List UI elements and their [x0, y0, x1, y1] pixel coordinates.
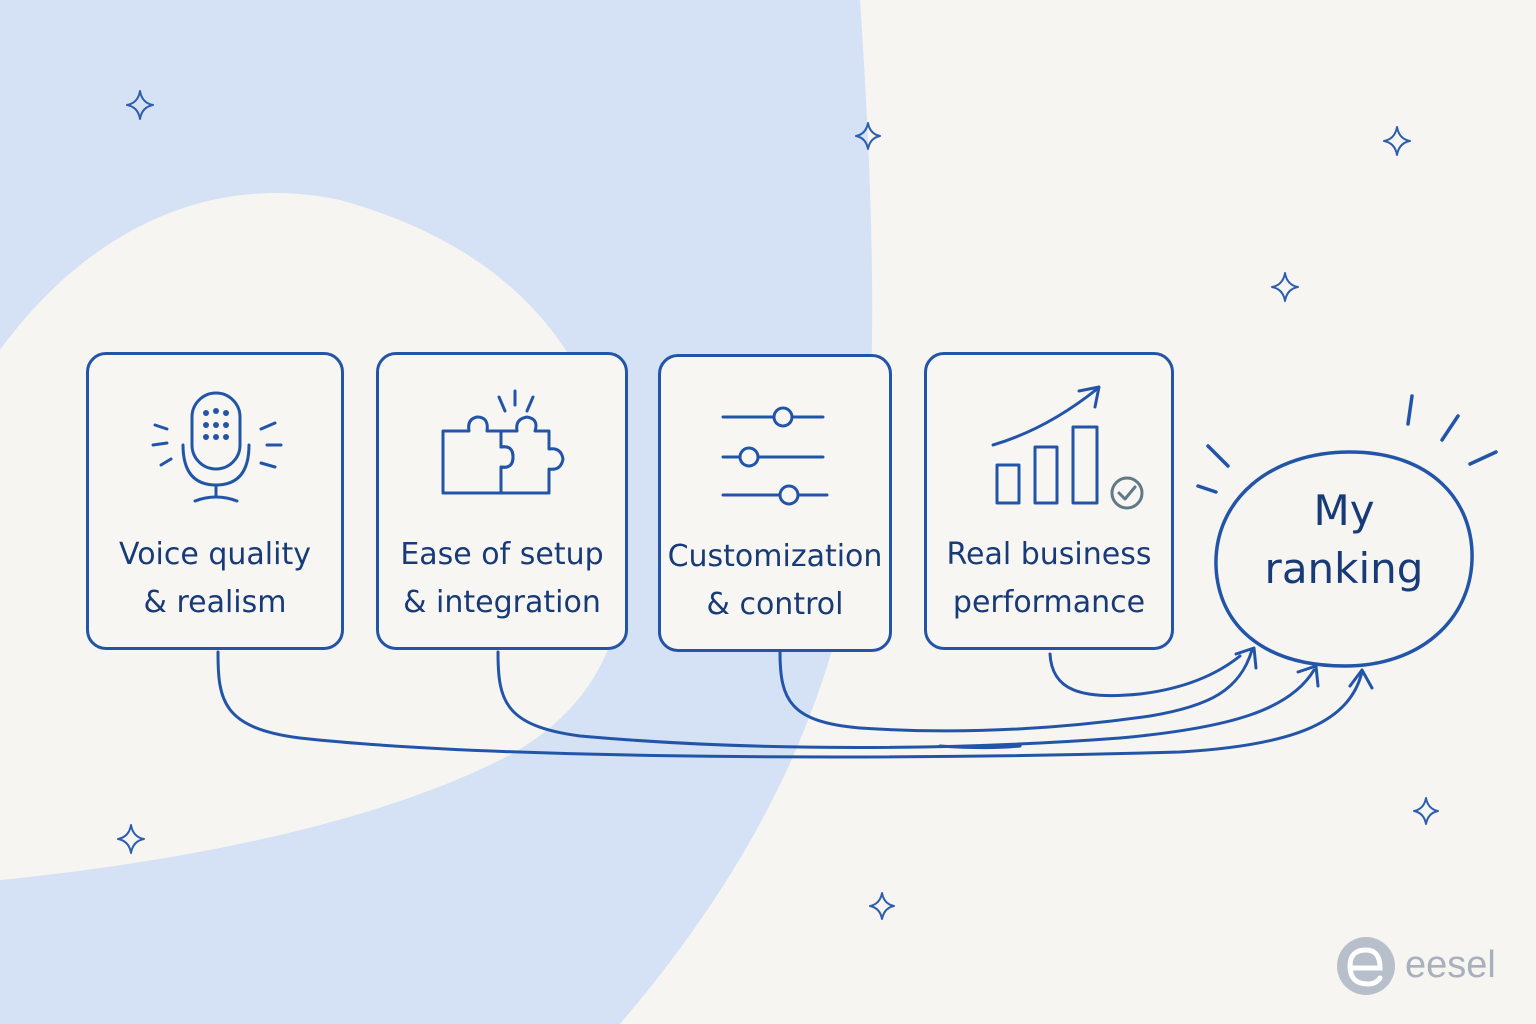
ranking-label: My ranking — [1264, 486, 1424, 593]
criterion-label: Ease of setup & integration — [400, 537, 604, 620]
sparkle-icon — [1413, 797, 1439, 825]
sparkle-icon — [855, 122, 881, 150]
emphasis-line — [1468, 450, 1498, 466]
microphone-icon — [151, 391, 283, 503]
connector-arrow-1 — [216, 650, 1364, 759]
emphasis-line — [1440, 414, 1460, 442]
puzzle-icon — [441, 389, 565, 495]
emphasis-line — [1196, 484, 1218, 494]
sliders-icon — [721, 406, 829, 506]
connector-arrow-4 — [1048, 652, 1242, 698]
connector-arrow-2 — [496, 650, 1316, 749]
sparkle-icon — [869, 892, 895, 920]
sparkle-icon — [1383, 126, 1411, 156]
arrowhead — [1348, 668, 1374, 690]
arrowhead — [1234, 646, 1258, 670]
criterion-box-setup: Ease of setup & integration — [376, 352, 628, 650]
criterion-label: Voice quality & realism — [119, 537, 311, 620]
arrowhead — [1296, 664, 1320, 688]
criterion-box-voice: Voice quality & realism — [86, 352, 344, 650]
connector-tail — [938, 744, 1022, 749]
sparkle-icon — [1271, 272, 1299, 302]
sparkle-icon — [126, 90, 154, 120]
growth-chart-icon — [991, 385, 1144, 510]
emphasis-line — [1406, 394, 1414, 426]
sparkle-icon — [117, 824, 145, 854]
connector-arrow-3 — [778, 648, 1254, 733]
brand-name: eesel — [1405, 944, 1496, 986]
criterion-box-performance: Real business performance — [924, 352, 1174, 650]
criterion-label: Real business performance — [946, 537, 1152, 620]
criterion-box-customization: Customization & control — [658, 354, 892, 652]
check-icon — [1110, 476, 1144, 510]
criterion-label: Customization & control — [667, 539, 883, 622]
emphasis-line — [1206, 444, 1230, 468]
